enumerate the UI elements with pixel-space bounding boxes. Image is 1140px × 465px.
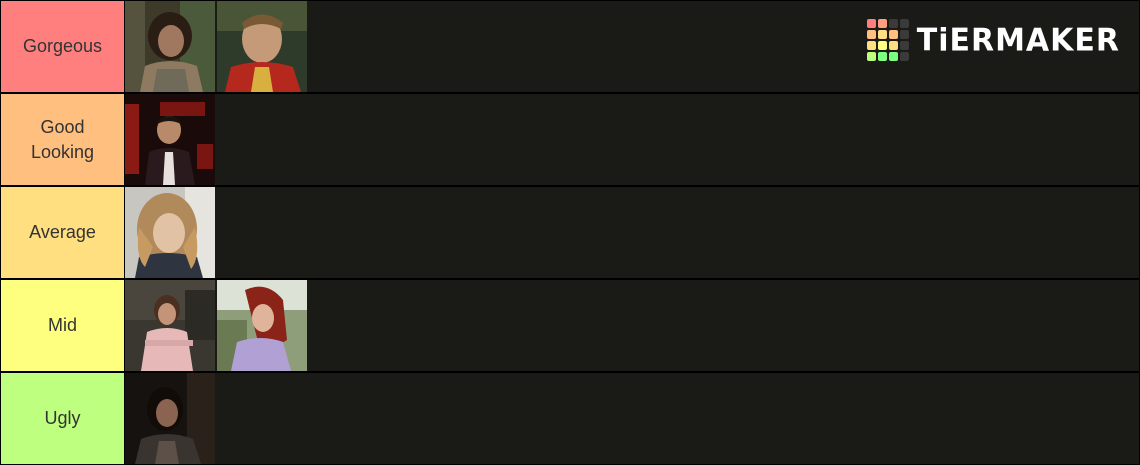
tier-items-average[interactable] — [125, 187, 1139, 278]
tier-item-photo[interactable] — [125, 280, 215, 371]
tier-row-mid: Mid — [0, 280, 1140, 371]
logo-grid-cell — [888, 52, 898, 61]
tier-item-photo[interactable] — [125, 187, 215, 278]
tier-row-average: Average — [0, 187, 1140, 278]
logo-grid-cell — [888, 19, 898, 28]
tier-label-gorgeous[interactable]: Gorgeous — [1, 1, 124, 92]
logo-grid-cell — [877, 41, 887, 50]
tier-items-mid[interactable] — [125, 280, 1139, 371]
tier-label-mid[interactable]: Mid — [1, 280, 124, 371]
tier-row-gorgeous: Gorgeous — [0, 1, 1140, 92]
tier-items-ugly[interactable] — [125, 373, 1139, 464]
tier-items-good-looking[interactable] — [125, 94, 1139, 185]
tier-items-gorgeous[interactable] — [125, 1, 1139, 92]
logo-grid-cell — [899, 19, 909, 28]
logo-text: TiERMAKER — [916, 21, 1120, 59]
tier-label-good-looking[interactable]: Good Looking — [1, 94, 124, 185]
logo-grid-cell — [866, 52, 876, 61]
tier-row-ugly: Ugly — [0, 373, 1140, 464]
tier-item-photo[interactable] — [217, 280, 307, 371]
tiermaker-logo: TiERMAKER — [866, 19, 1120, 61]
tier-row-good-looking: Good Looking — [0, 94, 1140, 185]
logo-grid-cell — [877, 30, 887, 39]
logo-grid-cell — [866, 41, 876, 50]
tier-item-photo[interactable] — [125, 1, 215, 92]
logo-grid-cell — [899, 41, 909, 50]
logo-grid-cell — [866, 30, 876, 39]
logo-grid-cell — [899, 30, 909, 39]
logo-grid-cell — [866, 19, 876, 28]
logo-grid-cell — [877, 19, 887, 28]
tier-label-average[interactable]: Average — [1, 187, 124, 278]
logo-grid-cell — [899, 52, 909, 61]
logo-grid-cell — [888, 30, 898, 39]
logo-grid-cell — [888, 41, 898, 50]
tier-item-photo[interactable] — [125, 94, 215, 185]
tier-item-photo[interactable] — [217, 1, 307, 92]
logo-grid-icon — [866, 19, 909, 61]
tier-label-ugly[interactable]: Ugly — [1, 373, 124, 464]
tier-item-photo[interactable] — [125, 373, 215, 464]
logo-grid-cell — [877, 52, 887, 61]
